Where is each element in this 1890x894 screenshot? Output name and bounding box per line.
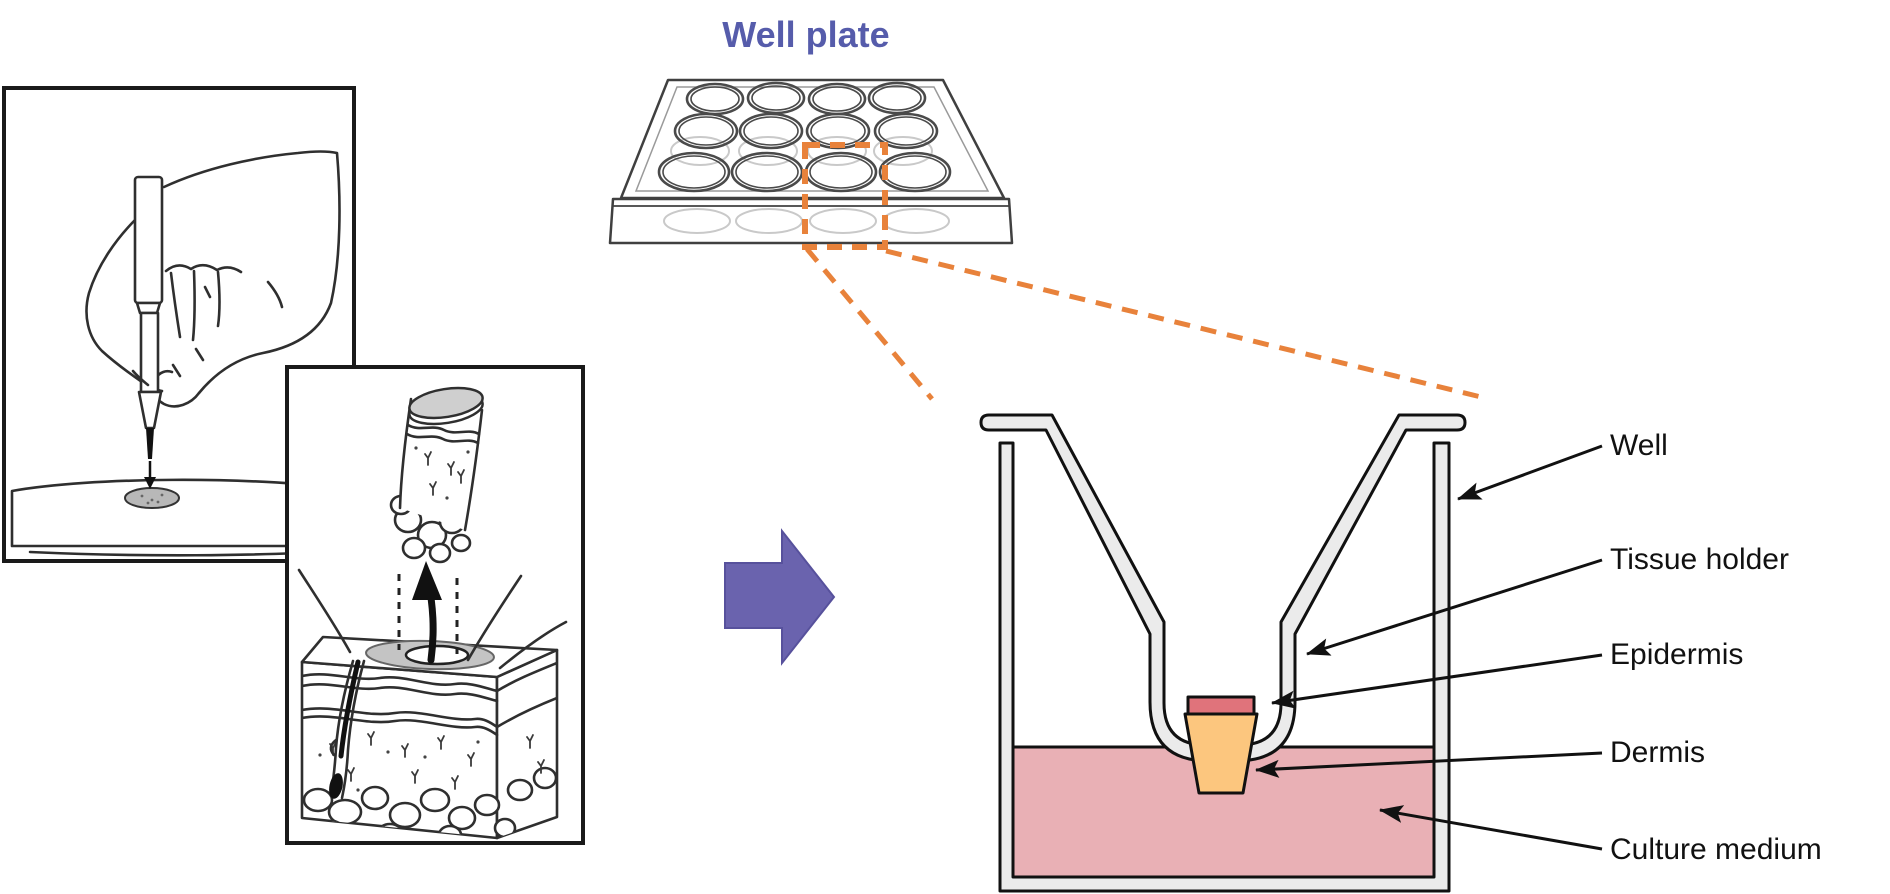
label-culture-medium: Culture medium [1610, 833, 1822, 866]
label-epidermis: Epidermis [1610, 638, 1743, 671]
hairs [297, 568, 568, 670]
dermis-tissue [1183, 712, 1259, 795]
punch-biopsy-panel [2, 86, 356, 563]
well-plate-illustration [608, 78, 1014, 245]
extraction-arrow [412, 561, 442, 664]
right-face-texture [495, 661, 557, 774]
core-top [408, 386, 484, 420]
biopsy-punch-tool [131, 175, 164, 459]
block-right-face [495, 648, 559, 840]
callout-line-dermis [1255, 751, 1603, 778]
plate-inner-lip [634, 86, 990, 192]
callout-line-culture-medium [1379, 805, 1603, 851]
punch-hole [404, 644, 470, 666]
plate-ghost-bottoms [670, 136, 933, 166]
callout-line-well [1457, 444, 1603, 501]
callout-line-epidermis [1271, 653, 1603, 709]
label-tissue-holder: Tissue holder [1610, 543, 1789, 576]
epidermis-tissue [1186, 695, 1256, 716]
plate-wells [657, 81, 952, 193]
block-arrow [724, 528, 836, 666]
well-plate-title: Well plate [722, 14, 889, 55]
well-wall [998, 441, 1451, 893]
zoom-leader-left [805, 247, 934, 401]
hair-follicle [329, 659, 366, 800]
callouts [1255, 444, 1603, 851]
well-cross-section [979, 413, 1467, 893]
down-arrow [144, 461, 156, 489]
label-dermis: Dermis [1610, 736, 1705, 769]
callout-line-tissue-holder [1306, 558, 1603, 656]
zoom-highlight-box [802, 142, 888, 250]
zoom-leader-right [885, 248, 1482, 400]
punch-blade [146, 428, 154, 459]
label-well: Well [1610, 429, 1668, 462]
biopsy-target-spot [124, 487, 180, 509]
biopsy-core [389, 386, 484, 564]
skin-biopsy-panel [285, 365, 585, 845]
plate-tray [619, 78, 1006, 200]
